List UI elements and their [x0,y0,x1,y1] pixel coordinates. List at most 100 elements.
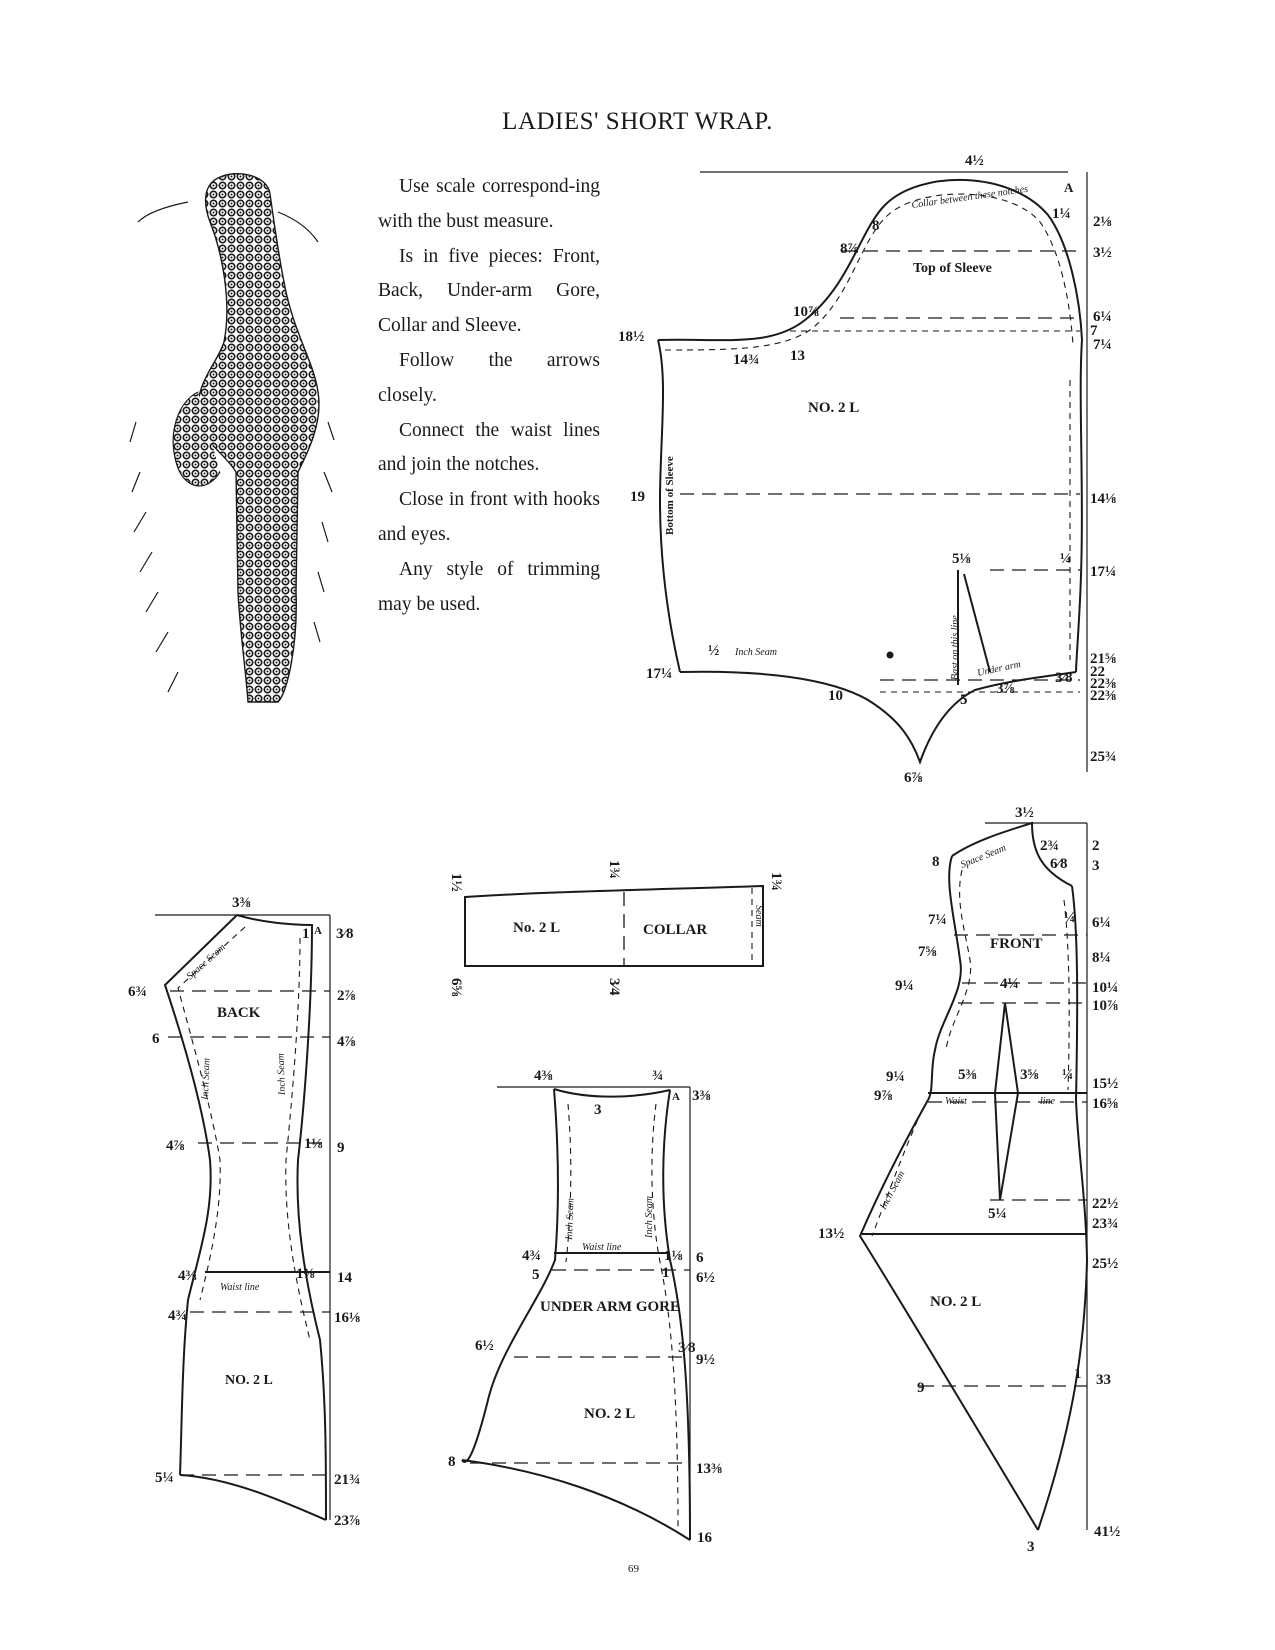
sleeve-mark: 17¼ [646,666,672,682]
back-label-inch-seam: Inch Seam [200,1058,212,1101]
sleeve-mark: 17¼ [1090,564,1116,580]
sleeve-mark: 25¾ [1090,749,1116,765]
back-mark: 1⅜ [296,1266,315,1282]
back-mark: 2⅞ [337,988,356,1004]
front-mark: 16⅝ [1092,1096,1118,1112]
gore-mark: 5 [532,1267,540,1283]
front-mark: 10¼ [1092,980,1118,996]
sleeve-mark: 10⅞ [793,304,819,320]
sleeve-label-top: Top of Sleeve [913,261,992,276]
gore-mark: 16 [697,1530,713,1546]
sleeve-mark: 3⁄8 [1055,670,1073,686]
front-seam-allowance [1063,899,1070,1091]
collar-mark: 1¾ [606,860,622,879]
front-pattern: 3½ 2¾ 2 8 6⁄8 3 7¼ ¼ 6¼ 7⅝ 8¼ 9¼ 4¼ 10¼ … [818,805,1120,1555]
gore-back-edge [461,1088,559,1463]
front-mark: 2 [1092,838,1100,854]
sleeve-notch [886,651,894,659]
front-mark: 4¼ [1000,976,1019,992]
front-label-line: line [1040,1096,1056,1107]
sleeve-mark: A [1064,180,1074,195]
front-mark: 10⅞ [1092,998,1118,1014]
back-mark: 9 [337,1140,345,1156]
gore-label-seam: Inch Seam [564,1198,576,1241]
sleeve-mark: 3⅞ [996,681,1015,697]
front-mark: 3 [1092,858,1100,874]
gore-mark: 3⅜ [692,1088,711,1104]
gore-mark: 9½ [696,1352,715,1368]
instruction-paragraph: Any style of trimming may be used. [378,558,600,615]
sleeve-mark: 14⅛ [1090,491,1116,507]
gore-mark: 6½ [475,1338,494,1354]
front-mark: 7⅝ [918,944,937,960]
front-mark: 22½ [1092,1196,1118,1212]
gore-mark: 3 [594,1102,602,1118]
front-mark: 15½ [1092,1076,1118,1092]
gore-name: UNDER ARM GORE [540,1299,680,1315]
back-side-seam [163,914,238,1476]
back-seam-allowance [285,937,311,1341]
gore-mark: 1⅛ [664,1248,683,1264]
sleeve-mark: 18½ [618,329,644,345]
front-mark: 6¼ [1092,915,1111,931]
front-mark: 9¼ [886,1069,905,1085]
gore-bottom [461,1459,691,1541]
sleeve-code: NO. 2 L [808,400,859,416]
sleeve-mark: 5⅛ [952,551,971,567]
gore-front-edge [662,1089,691,1541]
gore-mark: 13⅜ [696,1461,722,1477]
front-mark: 6⁄8 [1050,856,1068,872]
gore-mark: 1 [662,1265,670,1281]
front-mark: 25½ [1092,1256,1118,1272]
gore-code: NO. 2 L [584,1406,635,1422]
front-mark: 7¼ [928,912,947,928]
sleeve-mark: 4½ [965,153,984,169]
collar-name: COLLAR [643,922,707,938]
page-number: 69 [628,1563,639,1575]
sleeve-mark: 6¼ [1093,309,1112,325]
sleeve-mark: 8⅞ [840,241,859,257]
sleeve-mark: 7 [1090,323,1098,339]
front-mark: 9¼ [895,978,914,994]
sleeve-pattern: 4½ A 1¼ 2⅛ 8 8⅞ 3½ 10⅞ 6¼ 7 7¼ 18½ 14¾ 1… [618,153,1116,786]
back-mark: 6¾ [128,984,147,1000]
gore-mark: ¾ [652,1068,663,1084]
collar-pattern: 1½ 1¾ 1¾ 6⅝ 3⁄4 Seam No. 2 L COLLAR [448,860,784,997]
gore-seam-allowance [565,1103,572,1263]
sleeve-mark: 22⅜ [1090,676,1116,692]
sleeve-dart [963,573,991,673]
back-mark: 14 [337,1270,353,1286]
front-mark: ¼ [1062,1067,1073,1083]
sleeve-mark: 2⅛ [1093,214,1112,230]
gore-label-seam: Inch Seam [644,1196,655,1239]
back-code: NO. 2 L [225,1373,273,1388]
instruction-paragraph: Close in front with hooks and eyes. [378,489,600,545]
front-mark: 8¼ [1092,950,1111,966]
back-mark: 21¾ [334,1472,360,1488]
back-pattern: 3⅜ 1 A 3⁄8 6¾ 2⅞ 6 4⅞ 4⅞ 1⅛ 9 4⅜ 1⅜ 14 4… [128,895,360,1529]
sleeve-mark: 3½ [1093,245,1112,261]
back-mark: 23⅞ [334,1513,360,1529]
back-mark: 3⅜ [232,895,251,911]
front-mark: 5⅜ [958,1067,977,1083]
page-title: LADIES' SHORT WRAP. [502,108,773,135]
front-armhole [927,855,962,1101]
collar-mark: 3⁄4 [606,978,622,996]
back-mark: 3⁄8 [336,926,354,942]
sleeve-mark: 8 [872,218,880,234]
back-label-waist: Waist line [220,1282,260,1293]
front-mark: 3½ [1015,805,1034,821]
sleeve-back-edge [657,339,681,673]
front-mark: 8 [932,854,940,870]
back-mark: 6 [152,1031,160,1047]
sleeve-front-edge [1075,339,1083,673]
front-hem [1037,1259,1088,1531]
front-mark: 3⅝ [1020,1067,1039,1083]
sleeve-mark: 1¼ [1052,206,1071,222]
sleeve-label-collar: Collar between these notches [911,184,1029,211]
wrap-illustration [129,173,335,703]
sleeve-label-bottom: Bottom of Sleeve [664,456,676,535]
front-shoulder-neck [951,821,1073,887]
gore-mark: 3⁄8 [678,1340,696,1356]
